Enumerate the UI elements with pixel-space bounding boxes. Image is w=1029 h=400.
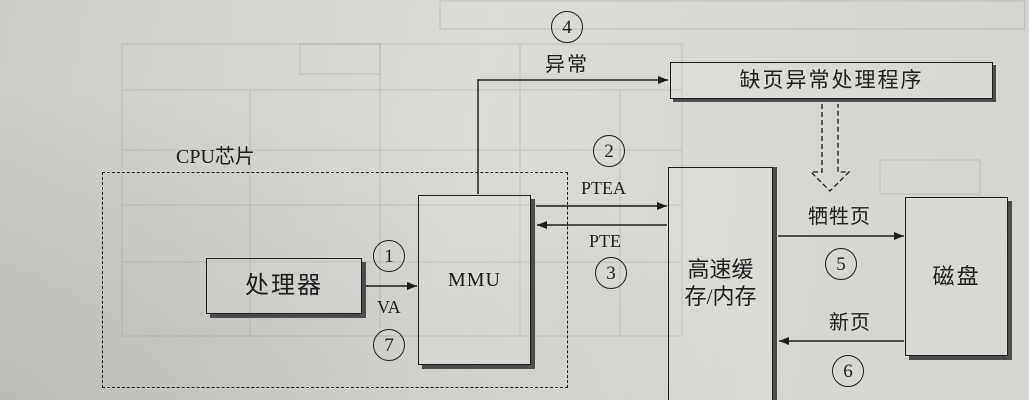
cpu-chip-boundary [102,172,568,388]
cpu-chip-label: CPU芯片 [176,146,255,168]
disk-box: 磁盘 [905,197,1008,356]
mmu-box: MMU [418,195,531,365]
step-6-marker: 6 [832,355,864,387]
ptea-label: PTEA [581,178,626,198]
cache-memory-label-line2: 存/内存 [684,284,757,309]
mmu-label: MMU [447,269,501,291]
victim-page-label: 牺牲页 [808,206,871,228]
cache-memory-box: 高速缓 存/内存 [668,167,773,400]
step-7-marker: 7 [373,329,405,361]
step-3-marker: 3 [595,257,627,289]
exception-label: 异常 [545,54,589,76]
handler-dashed-down-arrow [809,104,851,192]
va-label: VA [377,297,401,317]
step-2-marker: 2 [593,135,625,167]
pte-label: PTE [589,231,622,251]
step-1-marker: 1 [373,240,405,272]
processor-box: 处理器 [206,258,362,314]
step-4-marker: 4 [551,11,583,43]
cache-memory-label: 高速缓 存/内存 [669,256,772,310]
step-5-marker: 5 [825,248,857,280]
cache-memory-label-line1: 高速缓 [687,257,754,282]
processor-label: 处理器 [245,273,323,299]
exception-arrow [477,76,668,194]
new-page-label: 新页 [829,312,871,334]
disk-label: 磁盘 [932,263,981,289]
page-fault-handler-box: 缺页异常处理程序 [670,62,993,99]
page-fault-handler-label: 缺页异常处理程序 [739,68,924,92]
